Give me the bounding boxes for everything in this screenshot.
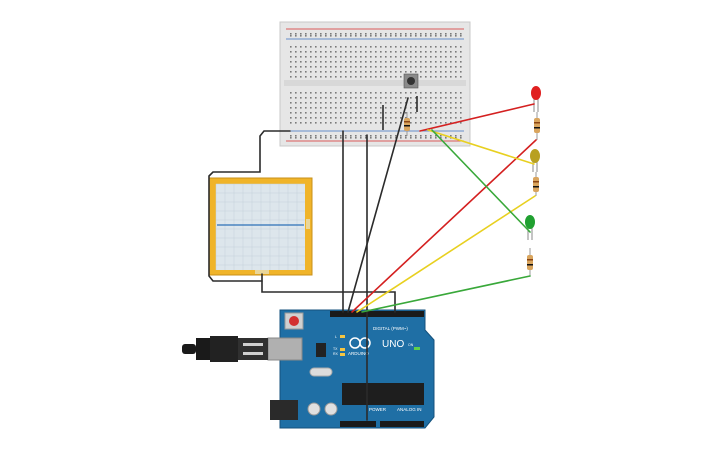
oscilloscope-icon[interactable] [208,177,313,276]
reset-button-icon[interactable] [284,312,304,330]
yellow-led[interactable] [530,149,540,172]
usb-cable-icon[interactable] [182,336,268,362]
tx-label: TX [333,347,338,351]
on-label: ON [408,343,414,347]
arduino-brand-label: ARDUINO [348,351,369,356]
breadboard-icon[interactable] [279,21,471,147]
digital-header-label: DIGITAL (PWM~) [373,326,408,331]
breadboard-resistor-icon [404,112,410,136]
analog-header-label: ANALOG IN [397,407,422,412]
resistor-2-icon [533,172,539,196]
l-label: L [335,335,337,339]
resistor-3-icon [527,248,533,276]
resistor-1-icon [534,112,540,140]
red-led[interactable] [531,86,541,112]
arduino-model-label: UNO [382,339,404,350]
power-jack-icon [270,400,298,420]
rx-label: RX [333,352,339,356]
arduino-uno-icon[interactable]: ARDUINO UNO DIGITAL (PWM~) POWER ANALOG … [267,309,435,429]
power-header-label: POWER [369,407,387,412]
push-button-icon[interactable] [403,73,419,89]
